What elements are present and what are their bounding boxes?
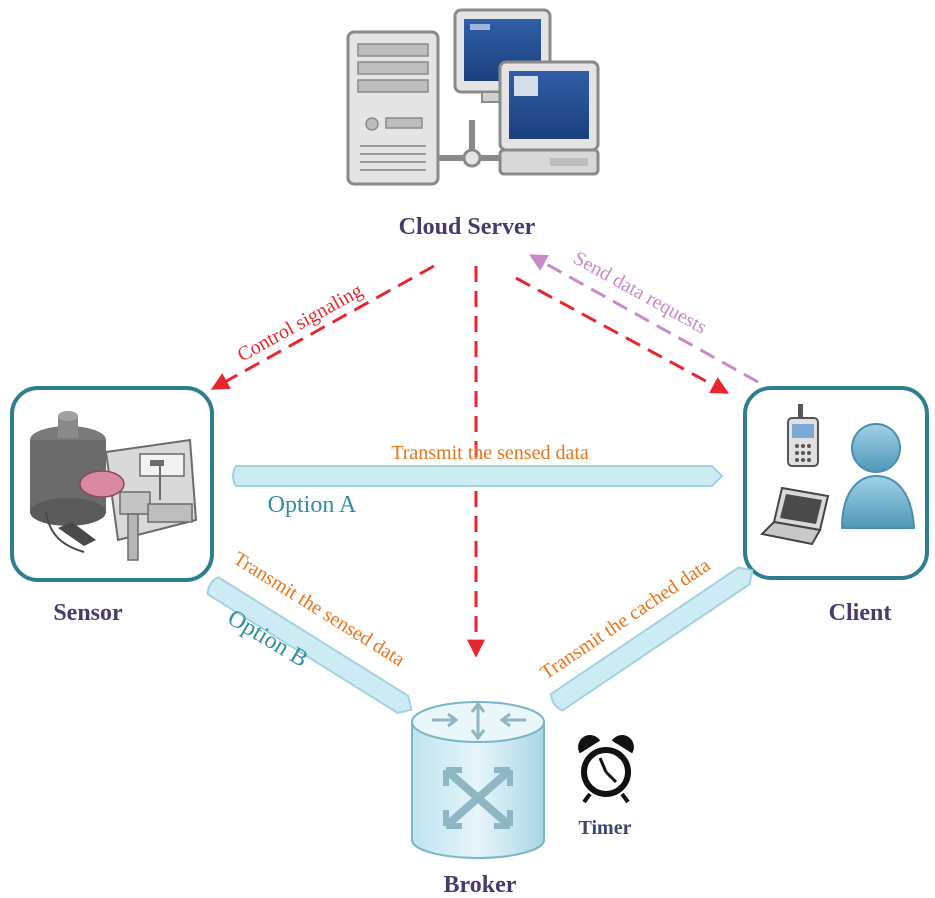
sensor-machine-icon — [30, 411, 198, 561]
sensor-label: Sensor — [53, 600, 123, 626]
cached-data-pipe — [550, 566, 754, 712]
mobile-phone-icon — [787, 404, 819, 467]
send-data-requests-label: Send data requests — [570, 247, 711, 339]
cloud-server-icon — [346, 8, 600, 186]
broker-router-icon — [411, 701, 545, 859]
control-arrow-to-client — [515, 276, 730, 394]
transmit-sensed-a-label: Transmit the sensed data — [391, 442, 589, 464]
option-a-label: Option A — [268, 492, 357, 518]
control-signaling-label: Control signaling — [234, 280, 367, 367]
cloud-server-label: Cloud Server — [399, 214, 536, 240]
control-arrow-to-sensor — [210, 264, 435, 390]
alarm-clock-icon — [578, 735, 634, 804]
client-frame — [743, 386, 929, 580]
option-a-pipe — [232, 465, 724, 487]
user-icon — [840, 423, 916, 529]
timer-label: Timer — [579, 817, 632, 839]
option-b-pipe — [206, 576, 413, 714]
laptop-icon — [759, 486, 830, 546]
broker-label: Broker — [444, 872, 517, 898]
client-label: Client — [829, 600, 892, 626]
request-arrow-to-cloud — [528, 254, 759, 384]
